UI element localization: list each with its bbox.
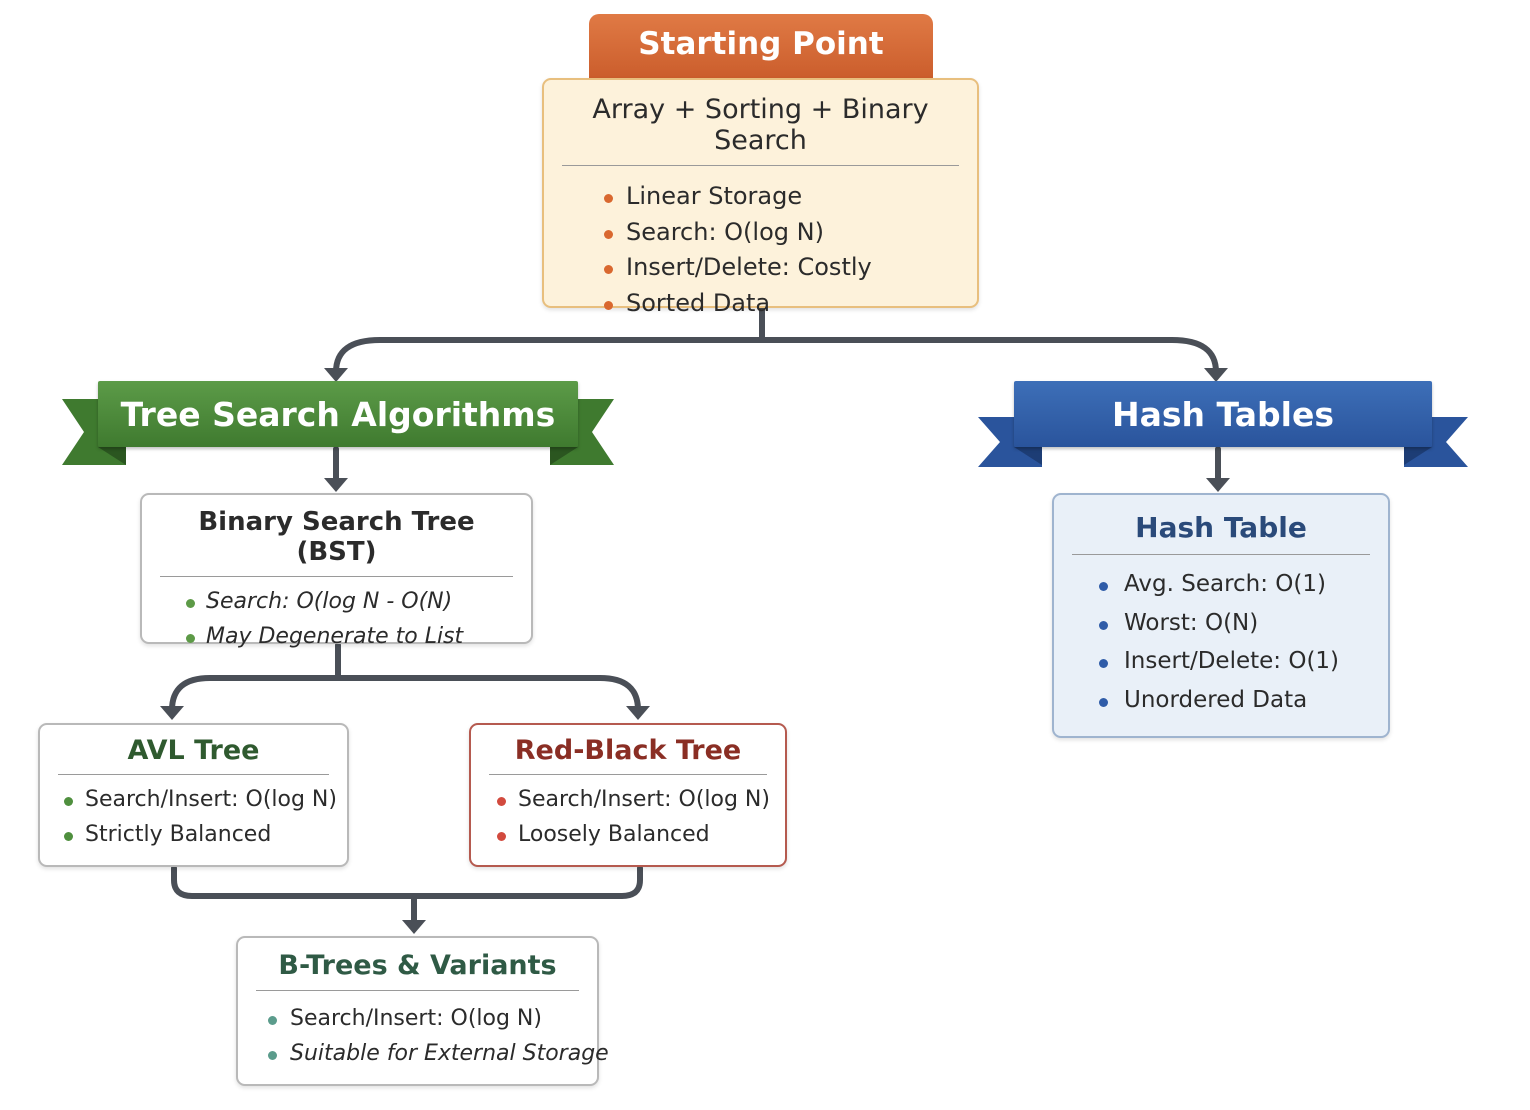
- bullet-dot-icon: [1099, 697, 1108, 707]
- arrowhead-rb: [626, 706, 650, 720]
- btree-box: B-Trees & Variants Search/Insert: O(log …: [236, 936, 609, 1086]
- bullet-dot-icon: [1099, 659, 1108, 668]
- bullet-dot-icon: [268, 1016, 277, 1025]
- arrowhead-avl: [160, 706, 184, 720]
- bullet-dot-icon: [1099, 582, 1108, 591]
- bst-title: Binary Search Tree (BST): [160, 495, 513, 577]
- red-black-tree-box: Red-Black Tree Search/Insert: O(log N) L…: [469, 723, 787, 867]
- arrowhead-bst: [324, 478, 348, 492]
- arrowheads: [160, 368, 1230, 934]
- arrowhead-btree: [402, 920, 426, 934]
- bullet-dot-icon: [497, 797, 506, 806]
- btree-list: Search/Insert: O(log N) Suitable for Ext…: [238, 991, 609, 1076]
- connector-start-to-tree: [333, 337, 765, 375]
- hash-table-list: Avg. Search: O(1) Worst: O(N) Insert/Del…: [1054, 555, 1388, 725]
- bullet-dot-icon: [604, 265, 613, 274]
- bullet-dot-icon: [1099, 620, 1108, 630]
- arrowhead-hash: [1204, 368, 1228, 382]
- bullet-dot-icon: [64, 832, 73, 841]
- bst-box: Binary Search Tree (BST) Search: O(log N…: [140, 493, 533, 649]
- list-item: Search: O(log N): [604, 218, 977, 254]
- avl-tree-list: Search/Insert: O(log N) Strictly Balance…: [40, 775, 347, 857]
- arrowhead-hash-table: [1206, 478, 1230, 492]
- hash-tables-ribbon-band: Hash Tables: [1014, 381, 1432, 447]
- hash-tables-ribbon-label: Hash Tables: [1112, 394, 1334, 434]
- list-item: Strictly Balanced: [64, 822, 347, 857]
- connector-start-to-hash: [759, 337, 1219, 375]
- starting-point-box: Array + Sorting + Binary Search Linear S…: [542, 78, 979, 317]
- starting-point-tab: Starting Point: [589, 14, 933, 84]
- bullet-dot-icon: [186, 634, 195, 643]
- btree-title: B-Trees & Variants: [256, 938, 579, 991]
- bullet-dot-icon: [604, 300, 613, 310]
- bullet-dot-icon: [497, 832, 506, 841]
- list-item: Insert/Delete: Costly: [604, 253, 977, 289]
- avl-tree-title: AVL Tree: [58, 725, 329, 775]
- list-item: Search/Insert: O(log N): [64, 787, 347, 822]
- bullet-dot-icon: [64, 797, 73, 806]
- hash-tables-ribbon: Hash Tables: [978, 381, 1468, 467]
- tree-search-ribbon: Tree Search Algorithms: [62, 381, 614, 467]
- list-item: Sorted Data: [604, 289, 977, 325]
- list-item: Avg. Search: O(1): [1099, 571, 1388, 610]
- bst-list: Search: O(log N - O(N) May Degenerate to…: [142, 577, 531, 659]
- starting-point-label: Starting Point: [638, 26, 884, 62]
- connector-bst-to-avl: [169, 675, 341, 713]
- avl-tree-box: AVL Tree Search/Insert: O(log N) Strictl…: [38, 723, 349, 867]
- list-item: May Degenerate to List: [186, 624, 531, 659]
- bullet-dot-icon: [186, 599, 195, 608]
- starting-point-title: Array + Sorting + Binary Search: [562, 80, 959, 166]
- list-item: Search/Insert: O(log N): [268, 1006, 597, 1041]
- list-item: Search/Insert: O(log N): [497, 787, 785, 822]
- connector-bst-to-rb: [335, 675, 641, 713]
- arrowhead-tree: [324, 368, 348, 382]
- tree-search-ribbon-band: Tree Search Algorithms: [98, 381, 578, 447]
- hash-table-box: Hash Table Avg. Search: O(1) Worst: O(N)…: [1052, 493, 1390, 738]
- list-item: Loosely Balanced: [497, 822, 785, 857]
- list-item: Search: O(log N - O(N): [186, 589, 531, 624]
- bullet-dot-icon: [604, 229, 613, 239]
- red-black-tree-list: Search/Insert: O(log N) Loosely Balanced: [471, 775, 785, 857]
- connector-avl-to-btree: [171, 865, 643, 899]
- list-item: Suitable for External Storage: [268, 1041, 609, 1076]
- bullet-dot-icon: [604, 194, 613, 203]
- list-item: Insert/Delete: O(1): [1099, 648, 1388, 687]
- list-item: Unordered Data: [1099, 687, 1388, 726]
- red-black-tree-title: Red-Black Tree: [489, 725, 767, 775]
- starting-point-list: Linear Storage Search: O(log N) Insert/D…: [544, 166, 977, 324]
- hash-table-title: Hash Table: [1072, 495, 1370, 555]
- list-item: Worst: O(N): [1099, 610, 1388, 649]
- bullet-dot-icon: [268, 1051, 277, 1060]
- tree-search-ribbon-label: Tree Search Algorithms: [120, 394, 556, 434]
- list-item: Linear Storage: [604, 182, 977, 218]
